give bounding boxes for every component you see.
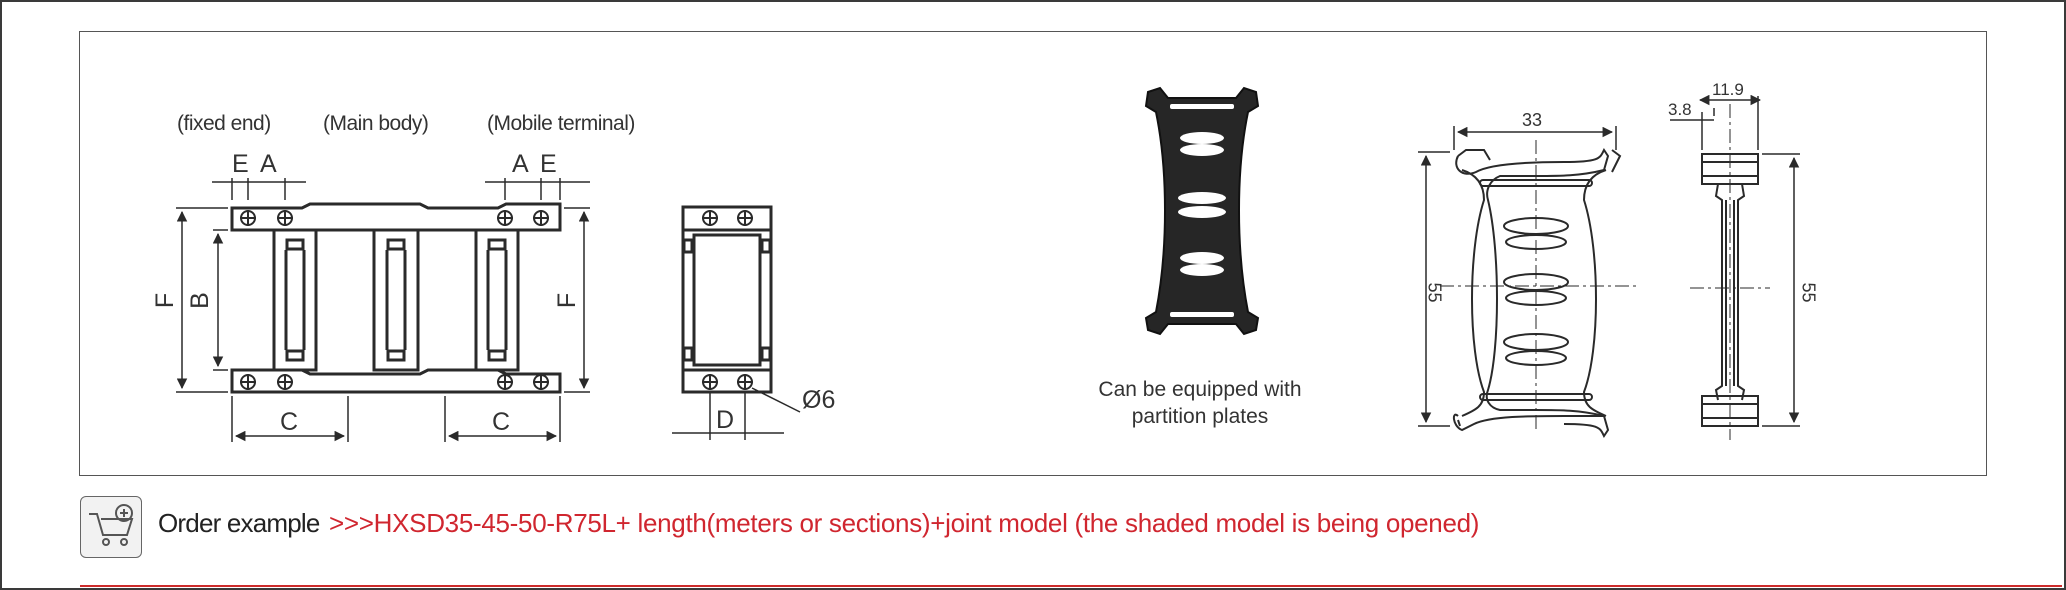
partition-plate-photo	[1144, 86, 1260, 336]
caption-line-2: partition plates	[1131, 405, 1269, 428]
dim-label-11-9: 11.9	[1712, 80, 1744, 99]
rail-holes	[240, 210, 549, 390]
dim-label-height-55-left: 55	[1424, 282, 1445, 303]
dim-label-a-left: A	[260, 150, 277, 178]
order-example-code: >>>HXSD35-45-50-R75L+ length(meters or s…	[329, 508, 1480, 538]
end-view-holes	[702, 210, 753, 390]
dim-label-height-55-right: 55	[1798, 282, 1819, 303]
dim-label-f-left: F	[151, 292, 180, 309]
dim-label-d: D	[716, 406, 735, 434]
cart-add-icon[interactable]	[80, 496, 142, 558]
side-view-dimensions	[176, 178, 590, 442]
dim-label-a-right: A	[512, 150, 529, 178]
dim-label-f-right: F	[553, 292, 582, 309]
partition-outline-dimensions	[1418, 126, 1617, 427]
partition-plate-outline	[1452, 148, 1622, 438]
chain-side-view	[230, 202, 562, 394]
dim-label-b: B	[185, 292, 214, 309]
header-mobile-terminal: (Mobile terminal)	[487, 112, 635, 135]
order-example-label: Order example	[158, 508, 320, 538]
dim-label-e-right: E	[540, 150, 557, 178]
caption-line-1: Can be equipped with	[1098, 378, 1302, 401]
drawing-panel	[79, 31, 1987, 476]
partition-side-centerline	[1690, 104, 1770, 440]
dim-label-c-left: C	[280, 408, 299, 436]
dim-label-3-8: 3.8	[1668, 100, 1692, 119]
dim-label-e-left: E	[232, 150, 249, 178]
chain-end-view	[681, 205, 773, 394]
partition-side-view	[1701, 153, 1759, 427]
dim-label-c-right: C	[492, 408, 511, 436]
partition-caption: Can be equipped with partition plates	[1060, 376, 1340, 430]
header-fixed-end: (fixed end)	[177, 112, 271, 135]
dim-label-width-33: 33	[1522, 110, 1543, 130]
end-view-dimensions	[672, 387, 801, 440]
header-main-body: (Main body)	[323, 112, 429, 135]
partition-outline-centerlines	[1440, 140, 1636, 430]
cart-add-icon-glyph	[89, 504, 134, 546]
dim-label-hole-diameter: Ø6	[802, 386, 836, 414]
partition-side-dimensions	[1670, 94, 1800, 427]
